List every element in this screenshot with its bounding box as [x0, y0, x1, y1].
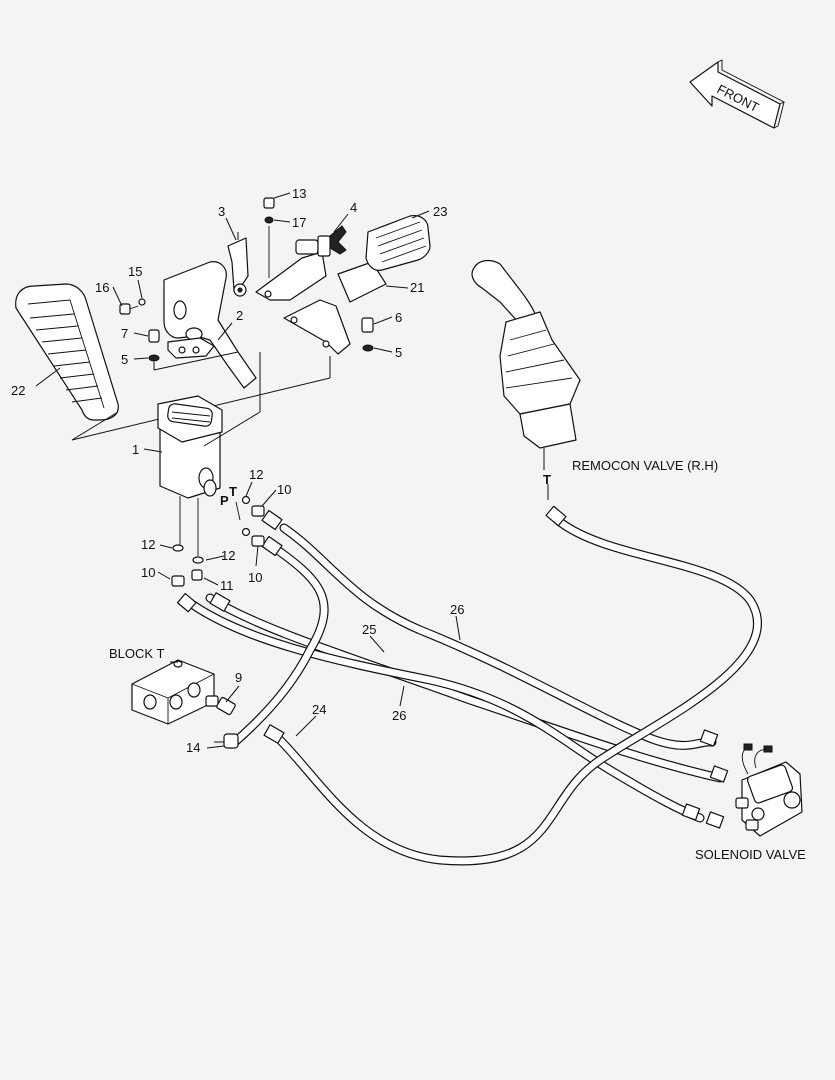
- callout-10-c: 10: [248, 570, 262, 585]
- callout-5-right: 5: [395, 345, 402, 360]
- hose-26-lower: [181, 595, 705, 823]
- callout-6: 6: [395, 310, 402, 325]
- port-t: T: [229, 484, 237, 499]
- small-fittings: [171, 495, 265, 587]
- solenoid-valve-label: SOLENOID VALVE: [695, 847, 806, 862]
- callout-3: 3: [218, 204, 225, 219]
- callout-12-c: 12: [221, 548, 235, 563]
- callout-24: 24: [312, 702, 326, 717]
- callout-5-left: 5: [121, 352, 128, 367]
- callout-11: 11: [220, 578, 234, 593]
- text-labels: 1 2 3 4 5 5 6 7 9 10 10 10 11 12 12 12 1…: [11, 186, 806, 862]
- callout-9: 9: [235, 670, 242, 685]
- callout-13: 13: [292, 186, 306, 201]
- callout-16: 16: [95, 280, 109, 295]
- switch-4: [295, 225, 347, 257]
- callout-26-lower: 26: [392, 708, 406, 723]
- hose-fittings: [176, 505, 729, 829]
- bracket-3: [163, 237, 257, 389]
- block-t-label: BLOCK T: [109, 646, 164, 661]
- callout-10-a: 10: [277, 482, 291, 497]
- callout-25: 25: [362, 622, 376, 637]
- callout-21: 21: [410, 280, 424, 295]
- leader-lines: [35, 192, 461, 749]
- port-p: P: [220, 493, 229, 508]
- callout-15: 15: [128, 264, 142, 279]
- callout-14: 14: [186, 740, 200, 755]
- fitting-9: [205, 695, 239, 749]
- bolt-6: [361, 317, 374, 352]
- remocon-valve: [471, 259, 581, 500]
- bracket-21: [255, 251, 409, 355]
- callout-12-b: 12: [141, 537, 155, 552]
- callout-17: 17: [292, 215, 306, 230]
- remote-valve-1: [157, 352, 261, 499]
- block-t: [131, 659, 215, 725]
- callout-23: 23: [433, 204, 447, 219]
- callout-10-b: 10: [141, 565, 155, 580]
- callout-2: 2: [236, 308, 243, 323]
- pedal-23: [365, 215, 431, 271]
- hose-25: [205, 593, 725, 783]
- port-t-remocon: T: [543, 472, 551, 487]
- hose-remocon: [275, 517, 762, 866]
- solenoid-valve: [735, 743, 803, 837]
- callout-1: 1: [132, 442, 139, 457]
- hose-24: [230, 541, 329, 747]
- callout-7: 7: [121, 326, 128, 341]
- bolt-13: [263, 197, 275, 278]
- callout-26-upper: 26: [450, 602, 464, 617]
- remocon-valve-label: REMOCON VALVE (R.H): [572, 458, 718, 473]
- bolt-16: [119, 298, 146, 315]
- bolt-7: [148, 329, 160, 362]
- callout-22: 22: [11, 383, 25, 398]
- callout-4: 4: [350, 200, 357, 215]
- front-arrow: FRONT: [689, 59, 785, 129]
- callout-12-a: 12: [249, 467, 263, 482]
- hose-26-upper: [279, 523, 717, 750]
